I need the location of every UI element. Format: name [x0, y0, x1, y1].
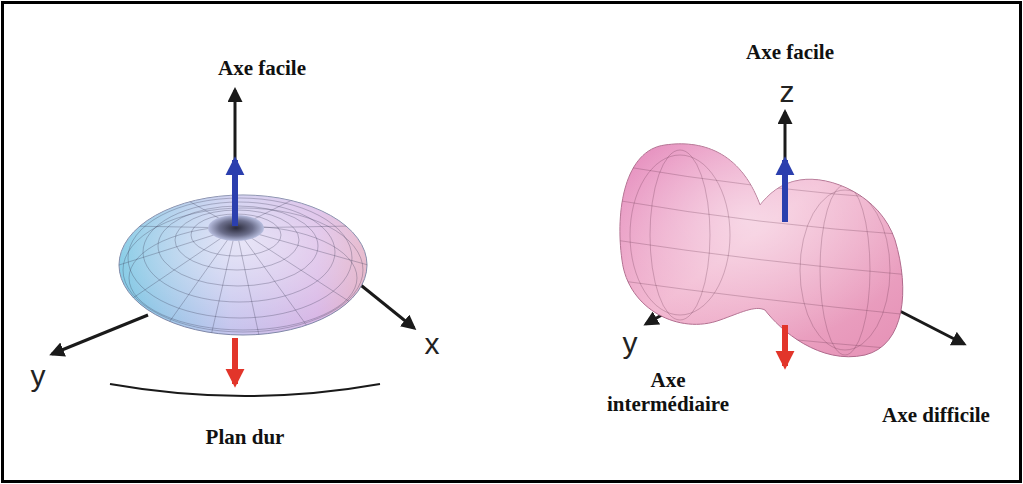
- moment-arrow-up: [232, 160, 238, 226]
- peanut-figure: [615, 112, 964, 366]
- frame-border: [3, 3, 1021, 482]
- moment-arrow-down: [232, 338, 238, 384]
- peanut-mesh: [615, 150, 910, 355]
- torus-figure: [52, 90, 414, 396]
- axis-letter: x: [425, 329, 440, 359]
- moment-arrow-down: [782, 325, 788, 366]
- plane-label: Plan dur: [206, 425, 285, 449]
- axis-letter: z: [780, 77, 795, 107]
- axis-letter: y: [623, 328, 638, 358]
- torus-surface: [119, 195, 367, 335]
- peanut-highlight: [620, 144, 903, 357]
- peanut-surface: [620, 144, 903, 357]
- y-axis-line: [52, 315, 148, 354]
- torus-highlight: [119, 195, 367, 335]
- axis-title: Axe facile: [746, 40, 834, 64]
- axis-letter: y: [31, 361, 46, 391]
- axis-title: Axe facile: [218, 56, 306, 80]
- plane-bracket: [110, 384, 380, 396]
- moment-arrow-up: [782, 160, 788, 222]
- torus-mesh: [119, 196, 368, 340]
- axis-title: Axe intermédiaire: [601, 368, 736, 416]
- axis-title: Axe difficile: [882, 403, 990, 427]
